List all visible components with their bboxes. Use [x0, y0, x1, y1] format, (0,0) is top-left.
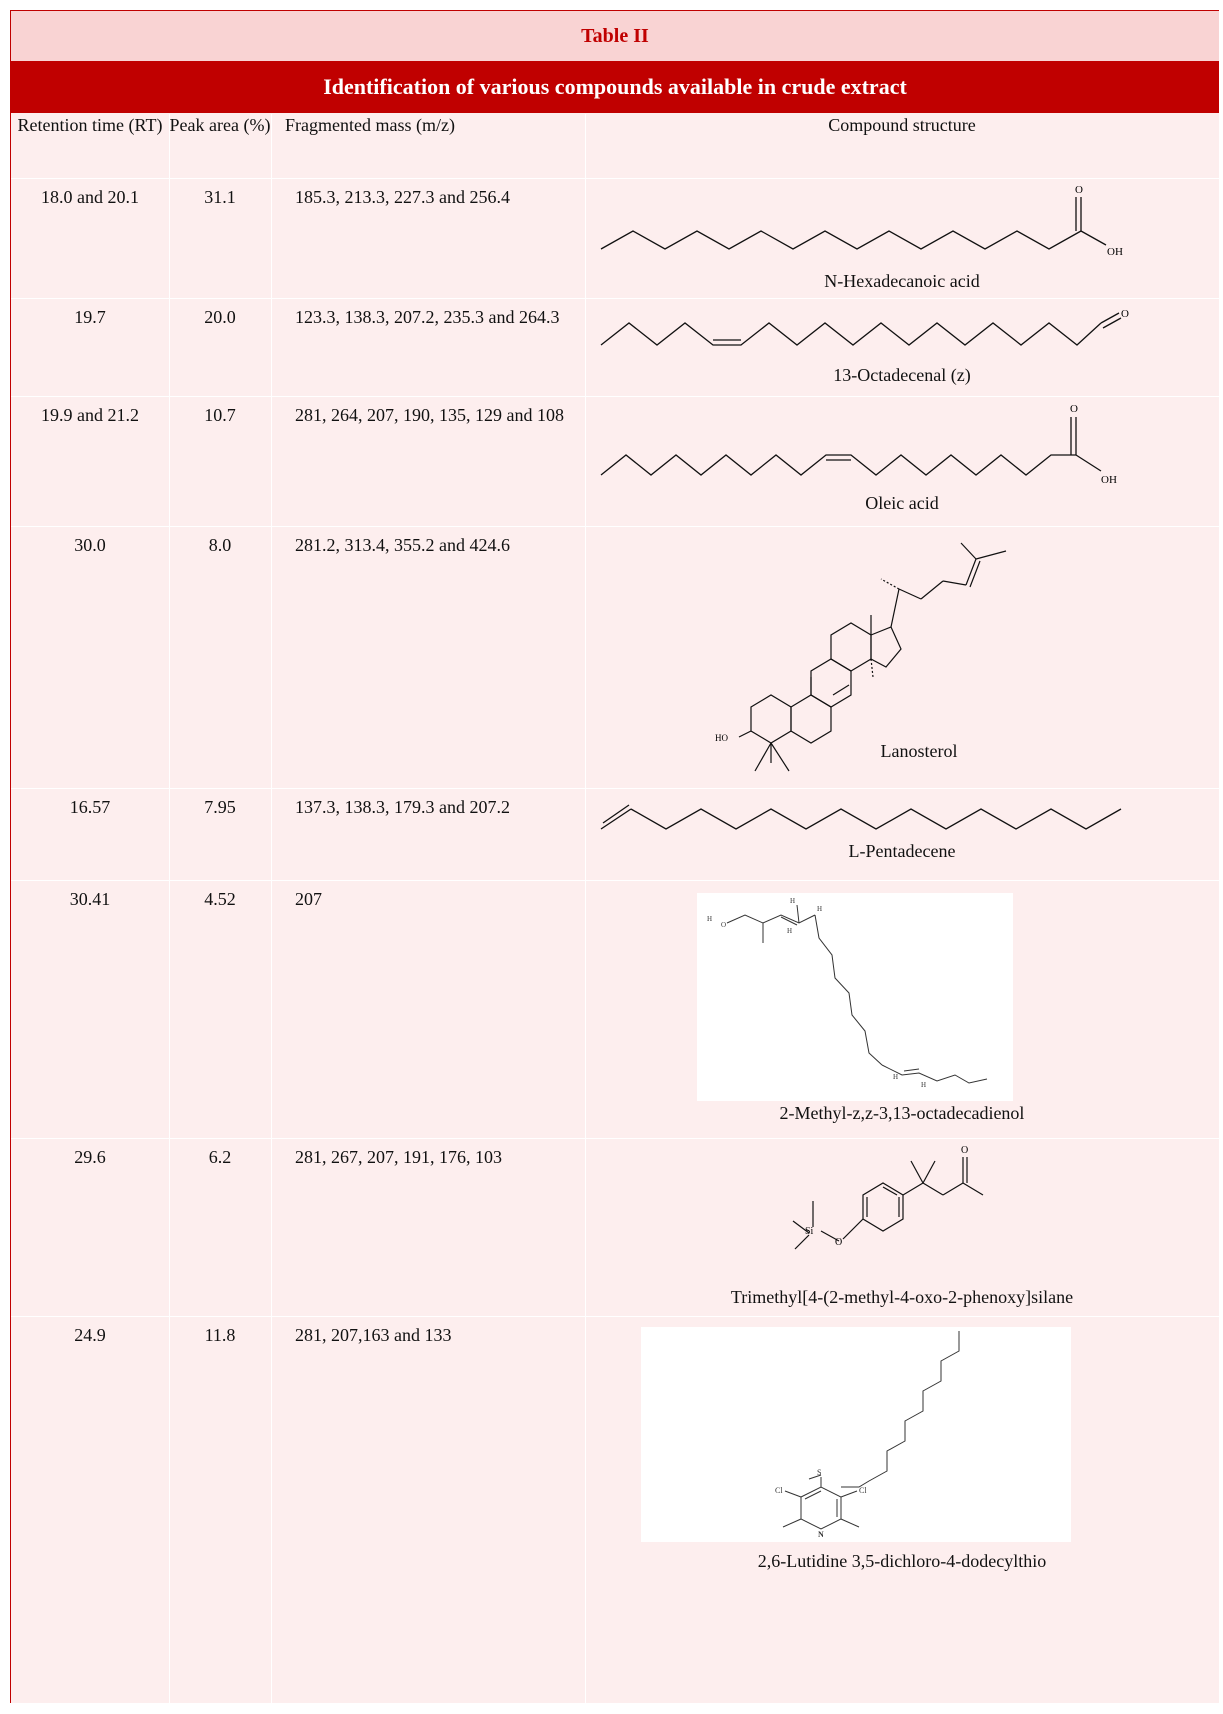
structure-octadecenal: O	[600, 308, 1129, 346]
svg-text:OH: OH	[1107, 246, 1123, 258]
svg-text:O: O	[1070, 403, 1078, 415]
svg-text:HO: HO	[715, 733, 728, 743]
structure-lutidine: S Cl Cl N	[641, 1327, 1071, 1542]
column-divider	[585, 114, 586, 1713]
compound-name: Oleic acid	[865, 493, 939, 513]
structure-hexadecanoic-acid: O OH	[600, 184, 1123, 258]
svg-text:N: N	[818, 1530, 824, 1539]
svg-text:O: O	[961, 1145, 968, 1156]
cell-peak-area: 10.7	[204, 405, 236, 425]
svg-text:Si: Si	[805, 1226, 814, 1237]
cell-fragmented-mass: 123.3, 138.3, 207.2, 235.3 and 264.3	[295, 307, 560, 327]
structure-trimethylsilane: Si O O	[792, 1145, 984, 1250]
compound-name: 2,6-Lutidine 3,5-dichloro-4-dodecylthio	[757, 1551, 1047, 1571]
svg-text:H: H	[921, 1081, 926, 1089]
compound-name: Trimethyl[4-(2-methyl-4-oxo-2-phenoxy]si…	[730, 1287, 1074, 1307]
cell-peak-area: 6.2	[208, 1147, 232, 1167]
header-retention-time: Retention time (RT)	[17, 115, 163, 135]
svg-text:O: O	[835, 1237, 842, 1248]
cell-retention-time: 29.6	[74, 1147, 106, 1167]
svg-text:O: O	[721, 921, 726, 929]
column-divider	[271, 114, 272, 1713]
structure-lanosterol: HO	[715, 542, 1007, 772]
table-row: 19.9 and 21.2 10.7 281, 264, 207, 190, 1…	[11, 396, 1219, 527]
svg-text:O: O	[1121, 308, 1129, 320]
compound-name: N-Hexadecanoic acid	[824, 271, 980, 291]
svg-text:O: O	[1075, 184, 1083, 196]
table-row: 30.0 8.0 281.2, 313.4, 355.2 and 424.6	[11, 526, 1219, 789]
svg-text:Cl: Cl	[859, 1486, 867, 1495]
table-row: 18.0 and 20.1 31.1 185.3, 213.3, 227.3 a…	[11, 178, 1219, 299]
header-peak-area: Peak area (%)	[169, 115, 271, 135]
cell-fragmented-mass: 207	[295, 889, 322, 909]
cell-peak-area: 20.0	[204, 307, 236, 327]
compound-name: Lanosterol	[880, 741, 958, 761]
cell-fragmented-mass: 281, 207,163 and 133	[295, 1325, 452, 1345]
svg-text:H: H	[790, 897, 795, 905]
cell-retention-time: 18.0 and 20.1	[41, 187, 139, 207]
structure-methyl-octadecadienol: H O H H H H H	[697, 893, 1013, 1101]
cell-fragmented-mass: 137.3, 138.3, 179.3 and 207.2	[295, 797, 510, 817]
svg-text:S: S	[817, 1468, 821, 1477]
table-subtitle: Identification of various compounds avai…	[11, 61, 1219, 113]
svg-text:H: H	[787, 927, 792, 935]
svg-text:H: H	[817, 905, 822, 913]
cell-peak-area: 4.52	[204, 889, 236, 909]
structure-oleic-acid: O OH	[600, 403, 1117, 486]
cell-peak-area: 7.95	[204, 797, 236, 817]
table-row: 24.9 11.8 281, 207,163 and 133 S Cl Cl	[11, 1316, 1219, 1714]
cell-fragmented-mass: 281.2, 313.4, 355.2 and 424.6	[295, 535, 510, 555]
svg-text:H: H	[707, 915, 712, 923]
table-row: 29.6 6.2 281, 267, 207, 191, 176, 103	[11, 1138, 1219, 1317]
cell-retention-time: 24.9	[74, 1325, 106, 1345]
cell-peak-area: 31.1	[204, 187, 236, 207]
cell-peak-area: 8.0	[208, 535, 232, 555]
header-compound-structure: Compound structure	[828, 115, 976, 135]
table-row: 19.7 20.0 123.3, 138.3, 207.2, 235.3 and…	[11, 298, 1219, 397]
cell-retention-time: 30.0	[74, 535, 106, 555]
svg-text:H: H	[893, 1073, 898, 1081]
compound-name: L-Pentadecene	[848, 841, 956, 861]
svg-text:OH: OH	[1101, 474, 1117, 486]
cell-retention-time: 16.57	[69, 797, 111, 817]
column-divider	[169, 114, 170, 1713]
table-title: Table II	[11, 10, 1219, 61]
table-frame: Table II Identification of various compo…	[10, 10, 1219, 1713]
cell-retention-time: 30.41	[69, 889, 111, 909]
compound-name: 2-Methyl-z,z-3,13-octadecadienol	[779, 1103, 1025, 1123]
cell-retention-time: 19.7	[74, 307, 106, 327]
compound-name: 13-Octadecenal (z)	[833, 365, 971, 385]
cell-retention-time: 19.9 and 21.2	[41, 405, 139, 425]
cell-fragmented-mass: 281, 264, 207, 190, 135, 129 and 108	[295, 405, 564, 425]
table-row: 16.57 7.95 137.3, 138.3, 179.3 and 207.2…	[11, 788, 1219, 881]
structure-pentadecene	[600, 804, 1122, 830]
header-fragmented-mass: Fragmented mass (m/z)	[285, 115, 455, 135]
cell-peak-area: 11.8	[204, 1325, 236, 1345]
cell-fragmented-mass: 185.3, 213.3, 227.3 and 256.4	[295, 187, 510, 207]
cell-fragmented-mass: 281, 267, 207, 191, 176, 103	[295, 1147, 502, 1167]
table-row: 30.41 4.52 207 H O H H H H H	[11, 880, 1219, 1139]
svg-text:Cl: Cl	[775, 1486, 783, 1495]
